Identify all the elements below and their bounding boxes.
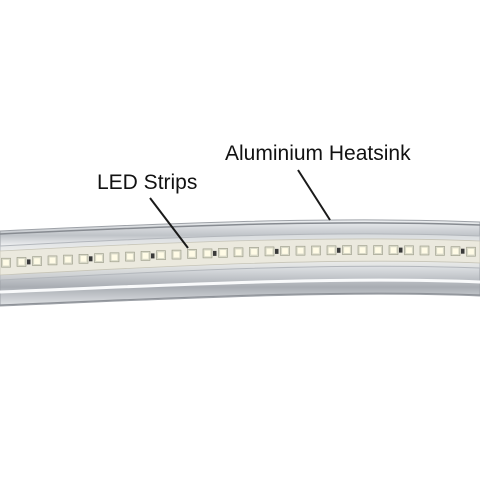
- heatsink-bottom-edge: [0, 292, 480, 306]
- led-chip-lens: [96, 255, 102, 261]
- resistor: [399, 247, 403, 253]
- led-chip-lens: [452, 248, 459, 255]
- led-chip-lens: [468, 248, 474, 255]
- led-chip-lens: [80, 255, 87, 262]
- led-chip-lens: [34, 258, 40, 264]
- led-chip-lens: [421, 247, 428, 254]
- led-strips-label: LED Strips: [97, 171, 198, 194]
- led-chip-lens: [328, 247, 335, 254]
- led-chip-lens: [359, 247, 366, 253]
- led-chip-lens: [111, 254, 118, 261]
- led-chip-lens: [49, 257, 56, 264]
- led-chip-lens: [158, 252, 164, 259]
- led-chip-lens: [189, 251, 195, 257]
- led-chip-lens: [173, 251, 180, 258]
- led-chip-lens: [251, 248, 257, 255]
- led-chip-lens: [220, 249, 226, 256]
- resistor: [213, 250, 217, 256]
- resistor: [275, 248, 279, 254]
- led-chip-lens: [142, 253, 149, 259]
- led-chip-lens: [282, 248, 288, 254]
- resistor: [89, 256, 93, 262]
- led-chip-lens: [297, 247, 304, 254]
- led-chip-lens: [204, 250, 211, 257]
- resistor: [151, 253, 155, 259]
- resistor: [27, 259, 31, 265]
- led-chip-lens: [406, 247, 412, 254]
- led-chip-lens: [266, 248, 273, 255]
- led-chips: [1, 245, 476, 268]
- heatsink-label: Aluminium Heatsink: [225, 142, 411, 165]
- led-chip-lens: [313, 247, 319, 254]
- resistor: [337, 247, 341, 253]
- resistor: [461, 248, 465, 254]
- led-chip-lens: [390, 247, 397, 253]
- led-chip-lens: [65, 256, 71, 263]
- led-strips-leader-line: [149, 197, 189, 249]
- led-chip-lens: [344, 247, 350, 253]
- led-chip-lens: [18, 259, 25, 265]
- heatsink-lower-lip: [0, 278, 480, 294]
- led-chip-lens: [3, 259, 9, 266]
- led-chip-lens: [235, 249, 242, 256]
- led-chip-lens: [127, 253, 133, 260]
- led-chip-lens: [375, 247, 381, 253]
- heatsink-leader-line: [297, 169, 331, 221]
- led-chip-lens: [437, 247, 443, 254]
- heatsink-top-edge: [0, 222, 480, 235]
